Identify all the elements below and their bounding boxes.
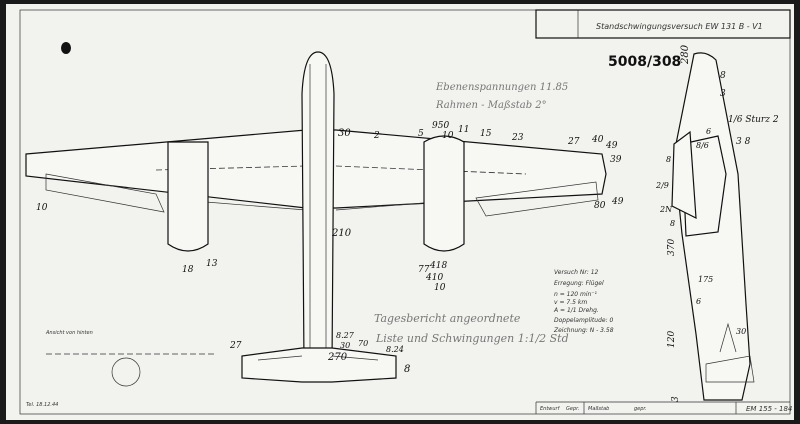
label-27: 27 [567,137,580,147]
side-label-3c: 3 [671,396,681,402]
label-270: 270 [327,352,348,363]
side-label-175: 175 [698,275,713,284]
footer-field-4: gepr. [634,406,647,412]
note-center-2: Liste und Schwingungen 1:1/2 Std [375,332,569,345]
label-824: 8.24 [386,345,404,354]
test-legend: Versuch Nr: 12 Erregung: Flügel n = 120 … [553,269,614,334]
label-30b: 30 [340,341,350,350]
label-70: 70 [358,339,368,348]
label-827: 8.27 [336,331,355,340]
left-aileron [45,173,165,213]
ansicht-note: Ansicht von hinten [45,330,93,336]
label-2: 2 [373,131,380,141]
note-top-1: Ebenenspannungen 11.85 [435,82,568,93]
technical-drawing: Standschwingungsversuch EW 131 B - V1 50… [19,9,792,415]
side-label-86: 8/6 [696,141,709,150]
footer-field-2: Gepr. [566,406,579,412]
rear-view-circle [111,357,141,387]
side-label-3: 3 [720,89,726,99]
side-nacelle [671,130,697,220]
legend-line-4: v = 7.5 km [554,299,587,306]
label-10c: 10 [434,283,446,293]
side-fin [705,355,755,383]
footer-code: EM 155 - 184 [746,405,792,413]
side-label-370: 370 [667,239,677,256]
elevator-hinge [257,355,379,361]
sheet-border [19,9,791,415]
right-aileron [475,181,599,217]
label-23: 23 [511,133,524,143]
side-label-8b: 8 [666,155,671,164]
legend-line-5: A = 1/1 Drehg. [553,307,599,314]
label-77: 77 [418,265,430,275]
note-top-2: Rahmen - Maßstab 2° [435,100,547,111]
side-label-2n: 2N [659,205,673,214]
label-40: 40 [591,135,604,145]
drawing-sheet: Standschwingungsversuch EW 131 B - V1 50… [6,4,794,420]
fuselage [301,51,335,371]
signature: Tel. 18.12.44 [26,402,58,408]
side-label-280: 280 [680,44,691,65]
fuselage-inner [309,64,327,354]
label-18: 18 [182,265,194,275]
drawing-title: Standschwingungsversuch EW 131 B - V1 [596,22,763,31]
hole-mark [61,42,71,54]
label-8: 8 [404,364,410,375]
legend-line-3: n = 120 min⁻¹ [554,291,597,298]
plan-view [25,51,607,387]
label-13: 13 [206,259,218,269]
note-side-1: 1/6 Sturz 2 [728,115,779,125]
footer-field-1: Entwurf [540,406,561,412]
label-410: 410 [425,273,443,283]
side-label-6b: 6 [696,297,701,306]
label-27t: 27 [229,341,242,351]
title-box [535,9,791,39]
side-view [671,52,755,401]
legend-line-2: Erregung: Flügel [554,280,604,287]
legend-line-7: Zeichnung: N - 3.58 [553,327,614,334]
label-950: 950 [432,121,449,131]
label-49: 49 [605,141,618,151]
label-10a: 10 [442,131,454,141]
plan-view-labels: 30 2 5 950 10 11 15 23 27 40 49 39 49 80… [36,121,624,375]
legend-line-6: Doppelamplitude: 0 [554,317,614,324]
label-11: 11 [458,125,469,135]
footer-field-3: Maßstab [588,406,609,412]
label-5: 5 [418,129,424,139]
note-side-2: 3 8 [736,137,751,147]
label-15: 15 [480,129,492,139]
tailplane [241,347,397,383]
side-label-8c: 8 [670,219,675,228]
left-nacelle [167,141,209,252]
side-label-6: 6 [706,127,711,136]
flap-line [205,201,437,211]
label-10b: 10 [36,203,48,213]
label-80: 80 [594,201,606,211]
label-39: 39 [610,155,622,165]
side-label-30: 30 [736,327,746,336]
side-label-29: 2/9 [655,181,669,190]
label-210: 210 [331,228,352,239]
right-nacelle [423,135,465,252]
side-label-120: 120 [667,331,677,348]
label-418: 418 [429,261,447,271]
drawing-number: 5008/308 [608,54,681,70]
side-tail-detail [719,322,737,353]
legend-line-1: Versuch Nr: 12 [554,269,599,276]
label-30: 30 [338,128,351,139]
note-center-1: Tagesbericht angeordnete [374,312,521,325]
side-view-labels: 280 8 3 1/6 Sturz 2 3 8 6 8/6 8 2/9 2N 8… [655,44,779,402]
label-49b: 49 [611,197,624,207]
side-label-8: 8 [720,71,726,81]
